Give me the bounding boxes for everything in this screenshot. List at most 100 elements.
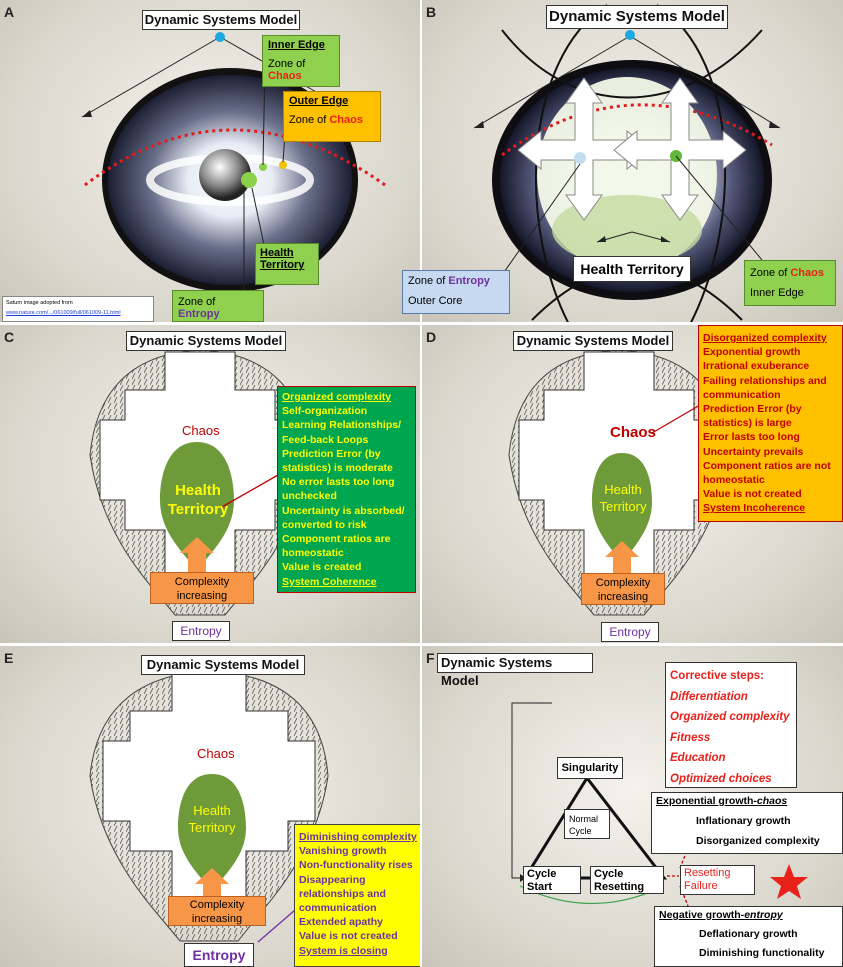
saturn-planet	[199, 149, 251, 201]
list-item: Exponential growth	[703, 346, 801, 359]
list-item: Value is not created	[299, 930, 398, 943]
list-item: Non-functionality rises	[299, 859, 413, 872]
list-item: Disorganized complexity	[703, 332, 827, 344]
disorganized-complexity-list: Disorganized complexity Exponential grow…	[698, 325, 843, 522]
entropy-word: Entropy	[178, 308, 220, 320]
list-item: Diminishing complexity	[299, 831, 417, 843]
health-line2: Territory	[260, 259, 305, 271]
normal-line1: Normal	[569, 814, 599, 824]
list-item: Self-organization	[282, 405, 368, 418]
exp-item: Disorganized complexity	[696, 835, 820, 847]
complexity-increasing-box: Complexity increasing	[150, 572, 254, 604]
panel-d: D Dynamic Systems Model Chaos Health Ter…	[422, 325, 843, 643]
health-line2: Territory	[188, 820, 236, 835]
panel-b: B Dynamic Systems Model Health Territory	[422, 0, 843, 322]
list-item: Component ratios are	[282, 533, 391, 546]
normal-line2: Cycle	[569, 826, 592, 836]
health-territory-label: Health Territory	[176, 802, 248, 836]
list-item: Component ratios are not	[703, 459, 831, 472]
complexity-arrow	[605, 541, 639, 577]
reset-line2: Resetting	[594, 881, 645, 893]
resetting-failure-box: Resetting Failure	[680, 865, 755, 895]
list-item: Value is not created	[703, 488, 802, 501]
list-item: homeostatic	[282, 547, 344, 560]
inner-edge-heading: Inner Edge	[268, 39, 325, 51]
zone-of-label: Zone of	[289, 114, 330, 126]
complexity-line2: increasing	[597, 591, 649, 603]
star-icon	[770, 864, 808, 899]
panel-label: F	[426, 650, 435, 666]
health-territory-dot	[241, 172, 257, 188]
chaos-zone-box: Zone of Chaos Inner Edge	[744, 260, 836, 306]
list-item: Extended apathy	[299, 916, 384, 929]
health-line2: Territory	[167, 501, 229, 518]
complexity-increasing-box: Complexity increasing	[581, 573, 665, 605]
list-item: System Coherence	[282, 575, 377, 588]
health-territory-shape	[592, 453, 652, 563]
chaos-word: Chaos	[329, 114, 363, 126]
health-territory-shape	[160, 442, 234, 570]
funnel-diagram	[89, 670, 329, 943]
start-line1: Cycle	[527, 868, 557, 880]
neg-heading-entropy: entropy	[744, 909, 783, 921]
complexity-line1: Complexity	[174, 576, 230, 588]
list-item: No error lasts too long	[282, 476, 395, 489]
list-item: System is closing	[299, 944, 388, 957]
list-item: Value is created	[282, 561, 362, 574]
list-item: Disappearing	[299, 873, 366, 886]
chaos-word: Chaos	[268, 70, 302, 82]
panel-c: C Dynamic Systems Model Chaos Health Ter…	[0, 325, 420, 643]
health-territory-label: Health Territory	[587, 481, 659, 515]
cycle-resetting-box: Cycle Resetting	[590, 866, 664, 894]
panel-title: Dynamic Systems Model	[437, 653, 593, 688]
entropy-label: Entropy	[172, 621, 230, 641]
health-line1: Health	[604, 482, 642, 497]
corrective-item: Differentiation	[670, 690, 748, 703]
list-item: statistics) is moderate	[282, 462, 393, 475]
start-line2: Start	[527, 881, 553, 893]
list-item: Prediction Error (by	[703, 403, 802, 416]
outer-edge-heading: Outer Edge	[289, 95, 349, 107]
panel-label: C	[4, 329, 15, 345]
complexity-line2: increasing	[176, 590, 228, 602]
outer-edge-box: Outer Edge Zone of Chaos	[283, 91, 381, 142]
entropy-word: Entropy	[448, 275, 490, 287]
complexity-line1: Complexity	[189, 899, 245, 911]
complexity-arrow	[180, 537, 214, 575]
exponential-growth-box: Exponential growth-chaos Inflationary gr…	[651, 792, 843, 854]
complexity-arrow	[195, 868, 229, 901]
chaos-label: Chaos	[197, 746, 235, 761]
complexity-line1: Complexity	[595, 577, 651, 589]
funnel-diagram	[89, 349, 311, 616]
zone-of-label: Zone of	[750, 267, 791, 279]
list-item: statistics) is large	[703, 417, 792, 430]
list-item: Uncertainty prevails	[703, 445, 804, 458]
credit-link[interactable]: www.nature.com/.../061009/full/061009-11…	[6, 310, 121, 316]
panel-f: F Dynamic Systems Model Corrective steps…	[422, 646, 843, 967]
list-item: Failing relationships and	[703, 374, 827, 387]
health-line1: Health	[260, 247, 294, 259]
health-line1: Health	[193, 803, 231, 818]
complexity-increasing-box: Complexity increasing	[168, 896, 266, 926]
corrective-item: Optimized choices	[670, 772, 772, 785]
entropy-dot	[574, 152, 586, 164]
panel-title: Dynamic Systems Model	[141, 655, 305, 675]
entropy-label: Entropy	[184, 943, 254, 967]
singularity-dot	[215, 32, 225, 42]
panel-title: Dynamic Systems Model	[126, 331, 286, 351]
panel-title: Dynamic Systems Model	[546, 5, 728, 29]
reset-line1: Cycle	[594, 868, 624, 880]
diminishing-complexity-list: Diminishing complexity Vanishing growth …	[294, 824, 420, 967]
list-item: Irrational exuberance	[703, 360, 810, 373]
fail-line2: Failure	[684, 880, 718, 892]
list-item: Feed-back Loops	[282, 433, 369, 446]
zone-of-label: Zone of	[408, 275, 449, 287]
funnel-diagram	[508, 349, 730, 616]
cycle-start-box: Cycle Start	[523, 866, 581, 894]
normal-cycle-box: Normal Cycle	[564, 809, 610, 839]
exp-heading: Exponential growth-	[656, 795, 757, 807]
saturn-flow-illustration	[473, 4, 781, 322]
health-territory-label: Health Territory	[573, 256, 691, 282]
organized-complexity-list: Organized complexity Self-organization L…	[277, 386, 416, 593]
inner-edge-label: Inner Edge	[750, 287, 804, 299]
